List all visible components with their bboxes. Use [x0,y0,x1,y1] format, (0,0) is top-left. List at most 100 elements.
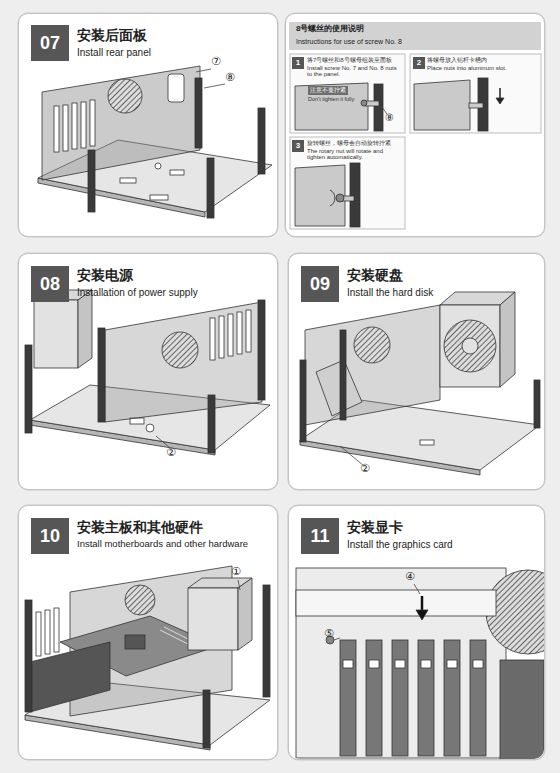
hard-disk-chassis-part [354,327,390,363]
hard-disk-chassis-part [305,305,440,425]
screw-step-3-part [295,165,345,226]
motherboard-chassis-part [125,635,145,649]
power-supply-chassis-part [98,328,105,422]
screw-step-1-part [361,100,367,106]
graphics-card-closeup-part [473,660,483,668]
graphics-card-closeup-part [343,660,353,668]
screw-step-3-part [330,190,335,206]
hard-disk-chassis-part [340,330,346,420]
motherboard-chassis-part [203,690,210,748]
hard-disk-chassis-part [534,380,540,428]
motherboard-chassis-part [238,580,240,590]
hard-disk-chassis-part [316,360,362,416]
screw-instructions-frames-part [290,54,405,133]
rear-panel-chassis-part [204,84,225,88]
motherboard-chassis-part [263,585,270,697]
instruction-text: 将7号螺丝和8号螺母组装至面板 [307,57,392,64]
step-number: 08 [31,266,69,302]
rear-panel-chassis-part [196,69,211,72]
graphics-card-closeup-part [392,640,408,756]
rear-panel-chassis-part [81,102,86,148]
step-number: 11 [310,527,329,545]
graphics-card-closeup-part [366,640,382,756]
step-panel: 07安装后面板Install rear panel [18,13,278,237]
rear-panel-chassis-part [195,78,202,148]
step-number: 10 [40,527,60,545]
graphics-card-closeup-part [296,590,496,616]
rear-panel-chassis-part [120,178,136,183]
power-supply-chassis-part [34,300,78,368]
power-supply-chassis-part [219,316,224,358]
callout-number: ⑦ [211,56,221,68]
hard-disk-chassis-part [440,305,500,387]
step-number: 2 [417,59,421,67]
step-subtitle: Install the graphics card [347,539,453,550]
graphics-card-closeup-part [395,660,405,668]
instruction-text: Don't tighten it fully [308,96,354,102]
graphics-card-closeup-part [296,568,506,758]
instruction-text: Place nuts into aluminum slot. [427,65,507,72]
step-number: 2 [413,57,425,69]
power-supply-chassis-part [146,424,154,432]
step-title: 安装电源 [77,268,133,283]
step-subtitle: Install the hard disk [347,287,433,298]
motherboard-chassis-part [188,588,238,650]
screw-step-1-part [295,83,368,130]
screw-step-3 [295,163,360,227]
motherboard-chassis-part [30,642,110,712]
graphics-card-closeup-part [340,640,356,756]
screw-step-3-part [350,163,360,227]
rear-panel-chassis-part [155,163,161,169]
motherboard-chassis-part [54,608,59,652]
power-supply-chassis-part [162,332,198,368]
instruction-text: 旋转螺丝，螺母会自动旋转拧紧 [307,140,391,147]
panel-grounds [18,13,545,760]
screw-step-3-part [336,194,344,202]
step-number: 10 [31,518,69,554]
motherboard-chassis-part [36,612,41,656]
step-number: 1 [296,59,300,67]
step-subtitle: Instructions for use of screw No. 8 [296,38,402,46]
hard-disk-chassis-part [462,338,478,354]
step-panel: 10 安装主板和其他硬件 Install motherboards and othe… [18,505,278,760]
callout-number: ① [231,566,241,578]
callout-number: ⑧ [225,72,235,84]
hard-disk-chassis-part [420,440,434,445]
motherboard-chassis-part [25,600,32,712]
instruction-panel: 1238号螺丝的使用说明Instructions for use of scre… [285,13,545,237]
step-number: 08 [40,275,60,293]
instruction-text: Install screw No. 7 and No. 8 nuts to th… [307,65,402,78]
rear-panel-chassis-part [72,103,77,149]
power-supply-chassis-part [258,300,265,400]
panel-grounds-part [288,253,545,490]
step-number: 07 [40,34,60,52]
hard-disk-chassis-part [300,360,306,442]
rear-panel-chassis-part [207,158,214,218]
hard-disk-chassis-part [500,292,515,387]
callout-number: ② [166,447,176,459]
screw-step-2-part [414,80,470,130]
rear-panel-chassis-part [108,79,142,113]
step-subtitle: Install motherboards and other hardware [77,539,248,549]
motherboard-chassis-part [238,578,252,650]
screw-step-2 [414,78,504,131]
step-title: 安装主板和其他硬件 [77,520,203,535]
step-panel: 08安装电源Installation of power supply [18,253,278,490]
power-supply-chassis [25,290,270,455]
callout-number: ② [360,463,370,475]
power-supply-chassis-part [210,318,215,360]
step-number: 09 [301,266,339,302]
callout-number: ④ [405,571,415,583]
power-supply-chassis-part [25,345,32,433]
step-title: 安装硬盘 [347,268,403,283]
instruction-text: The rotary nut will rotate and tighten a… [307,148,402,161]
power-supply-chassis-part [237,312,242,354]
step-number: 07 [31,25,69,61]
power-supply-chassis-part [105,302,262,422]
step-subtitle: Install rear panel [77,47,151,58]
power-supply-chassis-part [228,314,233,356]
rear-panel-chassis [38,66,272,218]
hard-disk-chassis [300,292,540,475]
rear-panel-chassis-part [168,74,184,102]
